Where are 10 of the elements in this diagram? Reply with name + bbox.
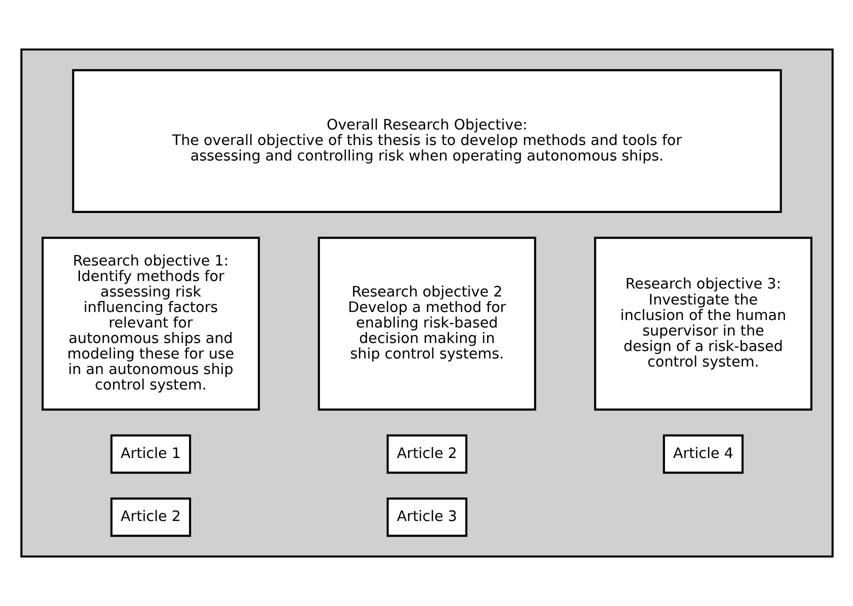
node-box: Overall Research Objective: The overall objective of this thesis is to develop methods and tools for assessing and controlling risk when operating autonomous ships. (72, 69, 782, 213)
node-box: Research objective 2 Develop a method for enabling risk-based decision making in ship control systems. (317, 236, 536, 411)
node-box: Article 3 (386, 498, 467, 537)
node-box: Article 2 (386, 434, 467, 474)
node-box: Article 1 (110, 434, 191, 474)
node-box: Article 4 (662, 434, 744, 474)
node-box: Article 2 (110, 498, 191, 537)
node-box: Research objective 3: Investigate the inclusion of the human supervisor in the design of a risk-based control system. (594, 236, 812, 411)
cluster (20, 48, 834, 558)
node-box: Research objective 1: Identify methods for assessing risk influencing factors relevant for autonomous ships and modeling these for use in an autonomous ship control system. (41, 236, 260, 411)
